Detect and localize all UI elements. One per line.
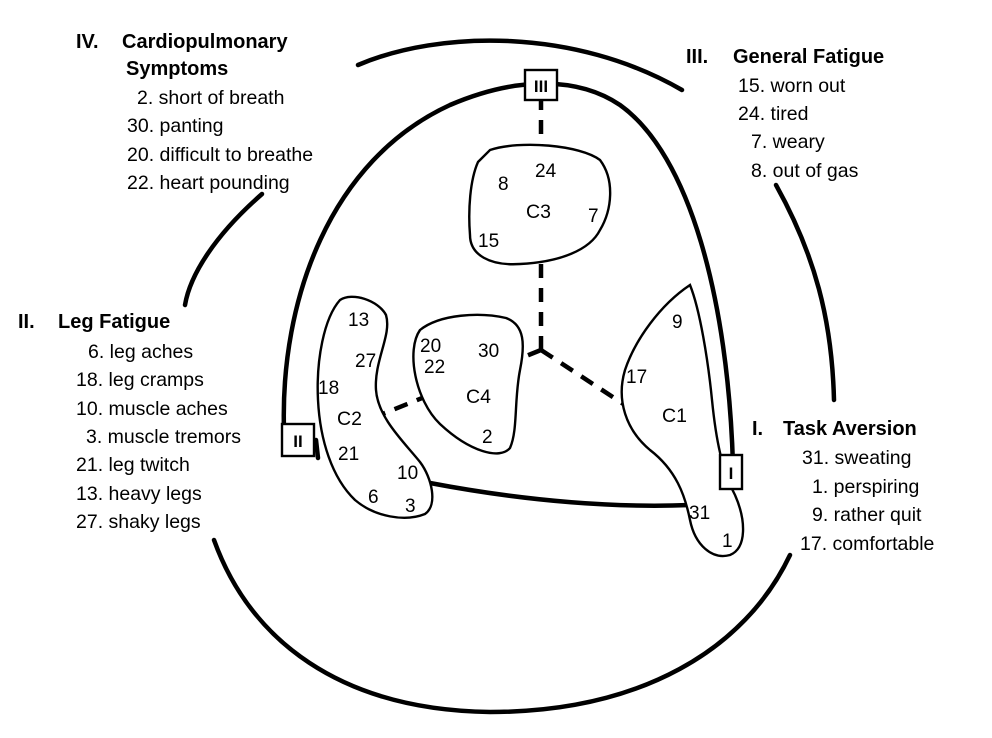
factor-item: 9. rather quit [812, 504, 922, 526]
factor-item: 8. out of gas [751, 160, 859, 182]
outer-circle-arc-left [182, 191, 265, 308]
outer-circle-arc-right [773, 182, 837, 403]
point-label: 30 [478, 341, 499, 362]
cluster-label: C4 [466, 386, 491, 408]
outer-circle-arc-bottom [211, 537, 793, 715]
point-label: 3 [405, 496, 416, 517]
factor-iv-legend: IV. Cardiopulmonary Symptoms 2. short of… [76, 31, 313, 194]
factor-item: 1. perspiring [812, 476, 919, 498]
point-label: 21 [338, 444, 359, 465]
factor-numeral: IV. [76, 31, 99, 53]
marker-ii-connector [313, 437, 321, 461]
factor-item: 3. muscle tremors [86, 426, 241, 448]
cluster-c3: 24 8 C3 7 15 [478, 161, 599, 252]
factor-item: 18. leg cramps [76, 369, 204, 391]
factor-item: 2. short of breath [137, 87, 284, 109]
marker-ii: II [280, 422, 316, 458]
point-label: 1 [722, 531, 733, 552]
outer-circle-arc-top [355, 38, 685, 93]
marker-i: I [718, 453, 744, 491]
factor-item: 30. panting [127, 115, 224, 137]
cluster-label: C1 [662, 405, 687, 427]
cluster-c4-outline [412, 313, 525, 455]
cluster-c1: 9 17 C1 31 1 [626, 312, 733, 552]
factor-item: 15. worn out [738, 75, 846, 97]
factor-item: 17. comfortable [800, 533, 934, 555]
point-label: 18 [318, 378, 339, 399]
factor-numeral: I. [752, 418, 763, 440]
factor-title: Symptoms [126, 58, 228, 80]
factor-item: 6. leg aches [88, 341, 193, 363]
point-label: 17 [626, 367, 647, 388]
cluster-label: C3 [526, 201, 551, 223]
point-label: 22 [424, 357, 445, 378]
cluster-c4: 20 30 22 C4 2 [420, 336, 499, 448]
factor-i-legend: I. Task Aversion 31. sweating 1. perspir… [752, 418, 934, 555]
point-label: 27 [355, 351, 376, 372]
point-label: 15 [478, 231, 499, 252]
point-label: 31 [689, 503, 710, 524]
svg-text:I: I [729, 464, 734, 483]
point-label: 2 [482, 427, 493, 448]
factor-item: 31. sweating [802, 447, 912, 469]
point-label: 13 [348, 310, 369, 331]
inner-arch-floor [427, 480, 693, 508]
factor-numeral: III. [686, 46, 708, 68]
svg-text:III: III [534, 77, 548, 96]
cluster-c2-outline [316, 295, 434, 519]
factor-title: Leg Fatigue [58, 311, 170, 333]
factor-ii-legend: II. Leg Fatigue 6. leg aches 18. leg cra… [18, 311, 241, 533]
point-label: 9 [672, 312, 683, 333]
cluster-c3-outline [468, 143, 612, 266]
factor-item: 22. heart pounding [127, 172, 290, 194]
factor-iii-legend: III. General Fatigue 15. worn out 24. ti… [686, 46, 884, 182]
factor-item: 13. heavy legs [76, 483, 202, 505]
point-label: 24 [535, 161, 557, 182]
marker-iii: III [523, 68, 559, 102]
factor-item: 20. difficult to breathe [127, 144, 313, 166]
factor-item: 10. muscle aches [76, 398, 228, 420]
factor-item: 24. tired [738, 103, 808, 125]
factor-numeral: II. [18, 311, 35, 333]
point-label: 20 [420, 336, 441, 357]
point-label: 10 [397, 463, 418, 484]
factor-title: Cardiopulmonary [122, 31, 288, 53]
factor-title: Task Aversion [783, 418, 917, 440]
factor-item: 27. shaky legs [76, 511, 201, 533]
point-label: 6 [368, 487, 379, 508]
factor-item: 7. weary [751, 131, 825, 153]
point-label: 7 [588, 206, 599, 227]
axis-dash-i [539, 348, 627, 407]
cluster-label: C2 [337, 408, 362, 430]
factor-title: General Fatigue [733, 46, 884, 68]
cluster-c1-outline [620, 283, 745, 558]
factor-item: 21. leg twitch [76, 454, 190, 476]
svg-text:II: II [293, 432, 302, 451]
point-label: 8 [498, 174, 509, 195]
cluster-c2: 13 27 18 C2 21 10 6 3 [318, 310, 418, 517]
